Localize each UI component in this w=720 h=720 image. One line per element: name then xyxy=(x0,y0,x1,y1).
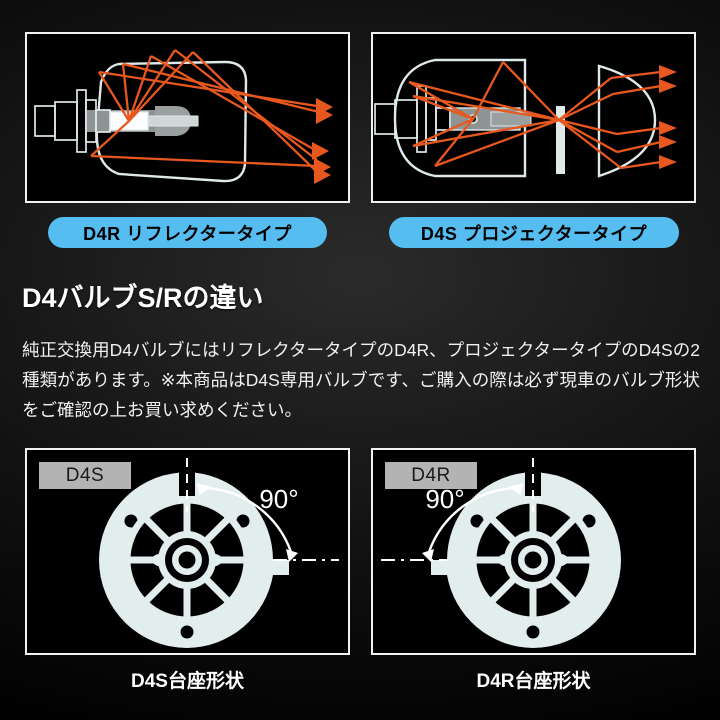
mount-hole xyxy=(124,514,138,528)
light-ray-group xyxy=(408,61,662,170)
arc-arrowhead-right xyxy=(286,549,298,562)
d4s-base-diagram-panel: 90° D4S xyxy=(25,448,350,655)
projector-diagram-panel xyxy=(371,32,696,203)
inner-ring xyxy=(469,496,597,624)
axis-lines xyxy=(186,458,339,561)
ray-arrowheads xyxy=(312,98,333,184)
d4r-reflector-headlight-diagram xyxy=(34,49,333,184)
caption-d4r-base: D4R台座形状 xyxy=(476,671,591,692)
ray-arrowheads xyxy=(659,65,677,169)
arc-arrowhead-top xyxy=(197,483,212,495)
mount-hole xyxy=(470,514,484,528)
axis-lines xyxy=(381,458,534,561)
caption-d4s-base: D4S台座形状 xyxy=(131,671,244,692)
pill-label-reflector: D4R リフレクタータイプ xyxy=(48,217,327,248)
pill-label-reflector-text: D4R リフレクタータイプ xyxy=(83,223,292,244)
d4r-base-diagram-panel: 90° D4R xyxy=(371,448,696,655)
reflector-diagram-panel xyxy=(25,32,350,203)
projector-lens-outline xyxy=(597,64,657,178)
d4s-base-shape-diagram: 90° xyxy=(99,458,339,648)
center-contact xyxy=(524,551,542,569)
pill-label-projector: D4S プロジェクタータイプ xyxy=(389,217,679,248)
mount-hole xyxy=(236,514,250,528)
inner-ring xyxy=(123,496,251,624)
angle-arc xyxy=(422,483,523,562)
mount-hole xyxy=(582,514,596,528)
section-title: D4バルブS/Rの違い xyxy=(22,283,264,313)
badge-d4r: D4R xyxy=(385,462,477,489)
pill-label-projector-text: D4S プロジェクタータイプ xyxy=(420,223,648,244)
d4r-socket-graphic xyxy=(431,472,621,648)
d4r-base-shape-diagram: 90° xyxy=(381,458,621,648)
light-ray-group xyxy=(90,49,320,173)
badge-d4s-text: D4S xyxy=(65,464,105,486)
arc-arrowhead-left xyxy=(422,549,434,562)
badge-d4s: D4S xyxy=(39,462,131,489)
mount-hole xyxy=(180,625,194,639)
center-contact xyxy=(178,551,196,569)
angle-label-90: 90° xyxy=(425,484,464,514)
reflector-bowl-outline xyxy=(95,60,248,183)
section-body-text: 純正交換用D4バルブにはリフレクタータイプのD4R、プロジェクタータイプのD4S… xyxy=(22,340,700,421)
cut-off-shield xyxy=(556,106,565,174)
angle-label-90: 90° xyxy=(259,484,298,514)
angle-arc xyxy=(197,483,298,562)
d4s-socket-graphic xyxy=(99,472,289,648)
arc-arrowhead-top xyxy=(508,483,523,495)
d4s-projector-headlight-diagram xyxy=(374,58,677,178)
mount-hole xyxy=(526,625,540,639)
badge-d4r-text: D4R xyxy=(411,464,451,486)
